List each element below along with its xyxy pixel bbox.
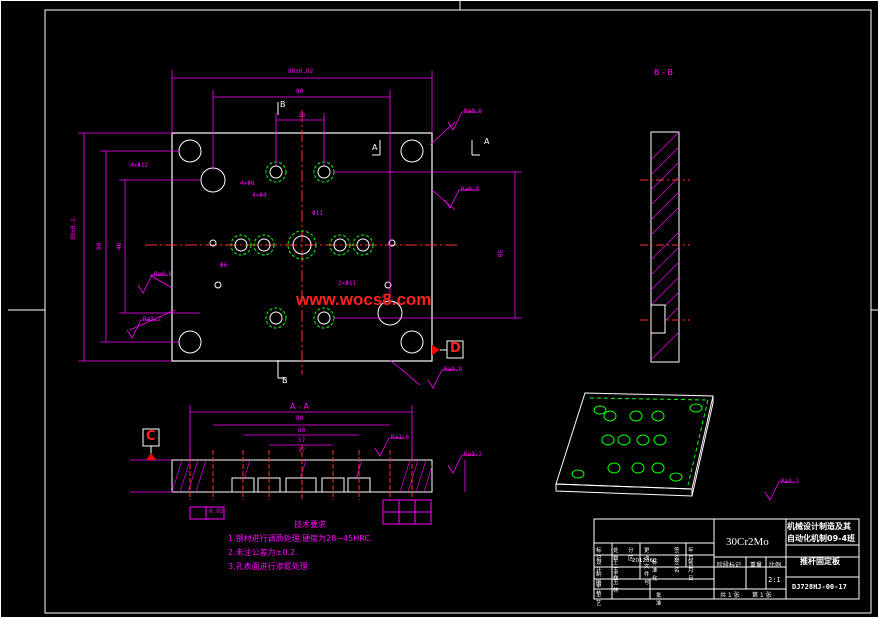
ratio-header: 比例: [769, 562, 782, 569]
dim-top-small: 18: [298, 112, 306, 119]
tech-requirement-item: 2.未注公差为±0.2.: [228, 548, 298, 557]
dim-hole-big: 4×Φ12: [130, 162, 149, 169]
weight-header: 重量: [750, 562, 763, 569]
dim-left-mid: 46: [116, 242, 123, 250]
frame-border: [44, 9, 872, 614]
title-cell-mid: 2012060: [632, 558, 657, 564]
roughness-label-1: Ra0.8: [464, 108, 483, 115]
title-block-frame: [593, 518, 860, 600]
dim-hole-note: 2×Φ11: [338, 280, 357, 287]
dim-front-inner1: 60: [298, 427, 306, 434]
section-bb-view: [640, 131, 690, 363]
datum-d-marker: [432, 340, 464, 359]
roughness-label-6: Ra1.6: [391, 434, 410, 441]
watermark: www.wocs8.com: [296, 290, 432, 309]
tech-requirement-item: 1.钢材进行调质处理,硬度为28~45HRC.: [228, 534, 373, 543]
section-markers: [277, 102, 480, 379]
title-cell-date: 年月日: [688, 560, 694, 582]
roughness-label-4: Ra0.8: [444, 366, 463, 373]
corner-hole-tl: [178, 139, 202, 163]
iso-front-face: [555, 483, 693, 497]
title-cell-mid: 分区: [628, 548, 634, 562]
section-label-b-bottom: B: [282, 376, 288, 385]
title-cell-sign: 签名: [674, 560, 680, 574]
school-line-2: 自动化机制09-4班: [787, 534, 856, 543]
sheet-total: 共 1 张: [720, 592, 740, 599]
dim-top-inner: 80: [296, 88, 304, 95]
title-cell-sign: 签名: [674, 548, 680, 562]
dim-right-mid: 58: [496, 250, 503, 258]
roughness-label-7: Ra3.2: [464, 451, 483, 458]
roughness-label-5: Ra3.2: [143, 316, 162, 323]
tolerance-frame-left: [189, 506, 225, 520]
top-view: [78, 70, 522, 386]
dim-left-inner: 80: [96, 242, 103, 250]
section-label-b-top: B: [280, 100, 286, 109]
datum-c-marker: [142, 428, 160, 460]
section-bb-hatch: [650, 131, 680, 361]
guide-hole-right: [377, 300, 403, 326]
sheet-current: 第 1 张: [752, 592, 772, 599]
corner-hole-br: [400, 330, 424, 354]
tech-requirements: 技术要求 1.钢材进行调质处理,硬度为28~45HRC. 2.未注公差为±0.2…: [228, 518, 373, 574]
dim-top-overall: 98±0.02: [288, 68, 314, 75]
title-cell-role: 设计: [596, 560, 602, 574]
roughness-label-3: Ra0.8: [154, 271, 173, 278]
material: 30Cr2Mo: [726, 536, 769, 548]
corner-hole-bl: [178, 330, 202, 354]
guide-hole-left: [200, 167, 226, 193]
through-hole-group: [209, 165, 396, 325]
dim-hole-small2: 4×Φ4: [252, 192, 267, 199]
section-label-a-right: A: [484, 137, 490, 146]
dim-left-overall: 98±0.1: [70, 218, 77, 240]
isometric-view: [555, 392, 714, 497]
title-cell-role: 审核: [596, 583, 602, 597]
title-cell-name: 王玉林: [613, 560, 619, 582]
tolerance-value: 0.02: [209, 508, 224, 515]
title-cell-name: 处数: [613, 548, 619, 562]
dim-front-inner2: 57: [298, 437, 306, 444]
stage-header: 阶段标记: [717, 562, 742, 569]
front-counterbores: [231, 477, 371, 493]
title-cell-date: 年月日: [688, 548, 694, 570]
title-cell-role: 工艺: [596, 593, 602, 607]
front-dimensions: [130, 405, 466, 493]
roughness-label-general: Ra3.2: [781, 478, 800, 485]
datum-label-d: D: [450, 341, 461, 356]
roughness-symbols: [126, 111, 795, 501]
iso-top-face: [555, 392, 714, 490]
roughness-label-2: Ra0.8: [461, 186, 480, 193]
part-name: 推杆固定板: [800, 557, 840, 566]
section-label-bb: B - B: [654, 68, 673, 77]
datum-label-c: C: [146, 429, 156, 444]
title-cell-name: 王玉林: [613, 572, 619, 594]
dim-hole-small1: 4×Φ6: [240, 180, 255, 187]
title-cell-role: 制图: [596, 572, 602, 586]
iso-holes: [571, 403, 703, 482]
title-cell-role: 标记: [596, 548, 602, 562]
school-line-1: 机械设计制造及其: [787, 522, 851, 531]
tech-requirements-title: 技术要求: [294, 520, 326, 529]
title-cell-mid: 批准: [656, 593, 662, 607]
tech-requirement-item: 3.孔表面进行渗氮处理.: [228, 562, 311, 571]
dim-hole-a: Φ6: [220, 262, 228, 269]
dimension-lines: [78, 70, 522, 386]
section-bb-counterbore: [650, 304, 666, 334]
title-cell-doc: 更改文件号: [644, 548, 650, 586]
counterbore-group: [230, 161, 374, 329]
drawing-number: DJ728HJ-00-17: [792, 583, 847, 591]
front-view: [130, 405, 466, 525]
section-label-a-left: A: [372, 143, 378, 152]
section-label-aa: A - A: [290, 402, 309, 411]
scale-value: 2:1: [768, 576, 781, 584]
dim-front-inner3: 37: [298, 447, 306, 454]
dim-front-width: 80: [296, 415, 304, 422]
title-cell-doc: 标准化: [652, 560, 658, 582]
dim-hole-center: Φ11: [312, 210, 323, 217]
corner-hole-tr: [400, 139, 424, 163]
